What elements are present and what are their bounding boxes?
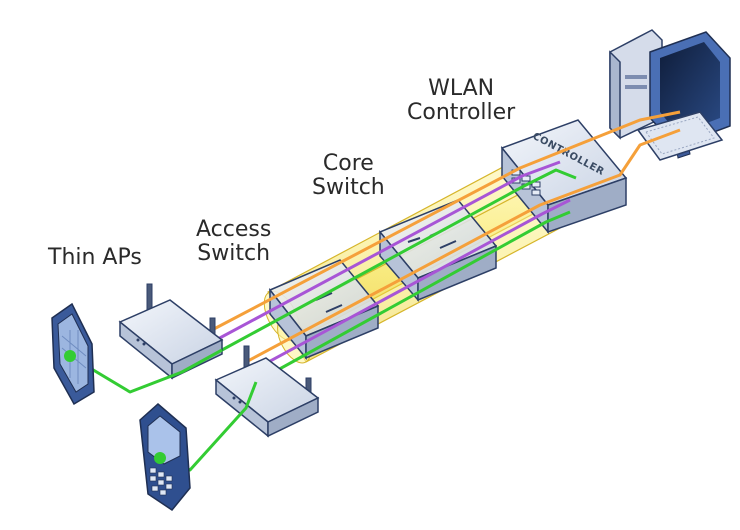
- access-point-icon: [118, 283, 224, 380]
- access-point-icon: [214, 345, 320, 438]
- thin-aps-label: Thin APs: [48, 245, 142, 270]
- data-path-purple: [215, 160, 571, 374]
- blackberry-phone-icon: [139, 403, 191, 512]
- core-switch-label-line1: Core: [322, 151, 374, 176]
- wlan-controller-label-line2: Controller: [407, 100, 516, 125]
- access-switch-label-line1: Access: [196, 217, 272, 242]
- data-path-green-tunnel: [221, 168, 577, 384]
- access-switch-label-line2: Switch: [197, 241, 271, 266]
- core-switch-icon: [378, 199, 498, 303]
- wlan-controller-label-line1: WLAN: [428, 76, 495, 101]
- wlan-controller-label: WLAN Controller: [407, 77, 515, 125]
- smartphone-icon: [51, 302, 95, 406]
- core-switch-label-line2: Switch: [312, 175, 385, 200]
- core-switch-label: Core Switch: [312, 152, 385, 200]
- desktop-computer-icon: [609, 29, 731, 161]
- access-switch-label: Access Switch: [196, 218, 271, 266]
- data-path-orange: [211, 110, 681, 364]
